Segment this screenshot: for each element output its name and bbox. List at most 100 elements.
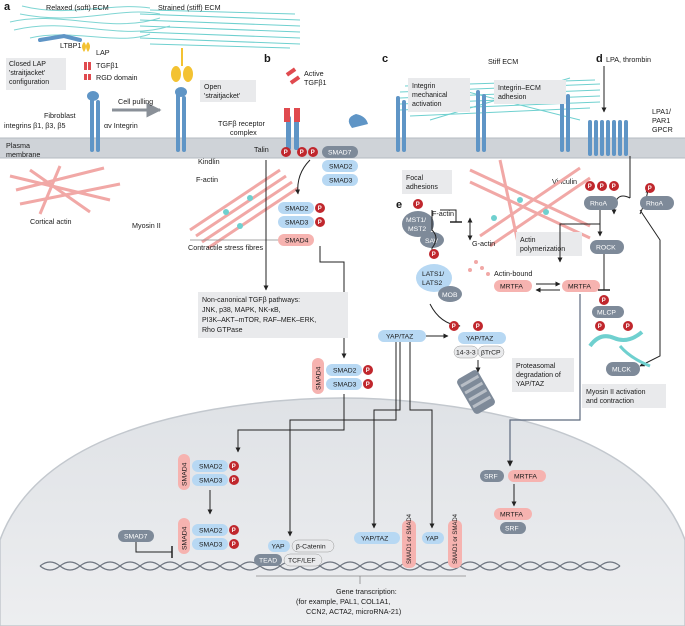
mst-line-2: MST2 [408, 226, 426, 233]
smad2-nuc1-pill [192, 460, 228, 472]
svg-text:P: P [432, 252, 436, 258]
smad4-nuc1-pill [178, 454, 190, 490]
smad3-cyto-pill [278, 216, 314, 228]
yap-nuc-pill [268, 540, 290, 552]
integrin-ecm-note [494, 80, 566, 104]
svg-text:P: P [598, 324, 602, 330]
smad3-nuc1-pill [192, 474, 228, 486]
yap-taz-phospho-label: YAP/TAZ [466, 336, 493, 343]
panel-label-b: b [264, 53, 271, 65]
smad-p-1: P [311, 150, 315, 156]
srf-nuc1-pill [480, 470, 504, 482]
panel-label-c: c [382, 53, 388, 65]
rock-to-mlck-arrow [639, 209, 661, 367]
myosin-activation-note [582, 384, 666, 408]
yap-taz-cyto-pill [378, 330, 426, 342]
mlck-label: MLCK [612, 367, 631, 374]
focal-adhesions-note [402, 170, 452, 194]
proteasomal-line-2: degradation of [516, 372, 561, 379]
mst-phospho [413, 199, 423, 209]
smad3-nuc2-pill [192, 538, 228, 550]
fibroblast-integrins-line-2: integrins β1, β3, β5 [4, 121, 66, 130]
f-actin-inhibit-lats [440, 209, 457, 222]
svg-text:P: P [648, 186, 652, 192]
integrin-mech-line-2: mechanical [412, 92, 448, 99]
smad3-nuc2-label: SMAD3 [199, 542, 223, 549]
cell-pulling-label: Cell pulling [118, 97, 153, 106]
open-straitjacket-note [200, 80, 256, 102]
smad4-nuc2-label: SMAD4 [182, 526, 189, 550]
smad-p-2: P [318, 206, 322, 212]
active-tgfb1-line-1: Active [304, 69, 324, 78]
integrin-mech-line-1: Integrin [412, 83, 435, 90]
sav-label: SAV [425, 238, 439, 245]
smad7-receptor-pill [322, 146, 358, 158]
gpcr-line-1: LPA1/ [652, 107, 671, 116]
svg-text:P: P [452, 324, 456, 330]
mrtfa-nuc1-label: MRTFA [514, 474, 537, 481]
smad2-receptor-label: SMAD2 [329, 164, 353, 171]
smad4-nuc1-label: SMAD4 [182, 462, 189, 486]
actin-bound-label: Actin-bound [494, 269, 532, 278]
panel-label-e: e [396, 199, 402, 211]
relaxed-ecm-fibres [9, 5, 171, 39]
plasma-membrane-line-1: Plasma [6, 141, 30, 150]
smad7-nuc-pill [118, 530, 154, 542]
integrin-a-pulled [175, 87, 187, 152]
smad3-receptor-pill [322, 174, 358, 186]
lap-legend [82, 42, 91, 80]
panel-label-a: a [4, 1, 11, 13]
yap-taz-nuc-pill [354, 532, 400, 544]
smad-p-5: P [366, 382, 370, 388]
ltbp1-label: LTBP1 [60, 41, 81, 50]
myosin-activation-line-1: Myosin II activation [586, 389, 646, 396]
non-canonical-line-2: JNK, p38, MAPK, NK-κB, [202, 307, 281, 314]
dna-helix [39, 561, 621, 571]
focal-adhesions-line-2: adhesions [406, 184, 438, 191]
btrcp-label: βTrCP [481, 350, 501, 357]
gene-transcription-line-3: CCN2, ACTA2, microRNA-21) [306, 607, 401, 616]
mrtfa-bound-pill [494, 280, 532, 292]
svg-text:P: P [300, 150, 304, 156]
btrcp-pill [477, 345, 505, 359]
g-actin-monomers [468, 260, 490, 276]
relaxed-ecm-label: Relaxed (soft) ECM [46, 3, 109, 12]
mst-to-lats-arrow [429, 210, 437, 259]
rock-label: ROCK [596, 245, 616, 252]
proteasomal-line-1: Proteasomal [516, 363, 556, 370]
smad4-mid-label: SMAD4 [316, 366, 323, 390]
yap-taz-nuc-label: YAP/TAZ [361, 536, 388, 543]
panel-label-d: d [596, 53, 603, 65]
tgfb1-label: TGFβ1 [96, 61, 119, 70]
myosin-ii-label: Myosin II [132, 221, 161, 230]
smad2-mid-label: SMAD2 [333, 368, 357, 375]
smad-p-3: P [318, 220, 322, 226]
myosin-ii-motors [223, 195, 253, 229]
receptor-phospho: P P [281, 147, 307, 157]
yap-taz-cyto-label: YAP/TAZ [386, 334, 413, 341]
smad2-mid-pill [326, 364, 362, 376]
tead-pill [254, 554, 282, 566]
myosin-activation-line-2: and contraction [586, 398, 634, 405]
mob-label: MOB [442, 292, 458, 299]
mlcp-pill [592, 306, 624, 318]
myosin-light-chain: P P [588, 321, 651, 368]
non-canonical-line-3: PI3K–AKT–mTOR, RAF–MEK–ERK, [202, 317, 316, 324]
plasma-membrane-line-2: membrane [6, 150, 40, 159]
stiff-ecm-label: Stiff ECM [488, 57, 518, 66]
mrtfa-nuc2-pill [494, 508, 532, 520]
ltbp1-protein [38, 33, 82, 42]
cortical-actin [9, 165, 121, 215]
smad1-smad4-b-label: SMAD1 or SMAD4 [453, 513, 459, 564]
av-integrin-label: αv Integrin [104, 121, 138, 130]
svg-text:P: P [416, 202, 420, 208]
svg-text:P: P [588, 184, 592, 190]
f-actin-a-label: F-actin [196, 175, 218, 184]
srf-nuc2-label: SRF [505, 526, 519, 533]
smad2-nuc2-pill [192, 524, 228, 536]
yap-nuc2-pill [422, 532, 444, 544]
yap-phospho-1 [449, 321, 459, 331]
closed-lap-line-2: 'straitjacket' [9, 70, 45, 77]
focal-adhesions-line-1: Focal [406, 175, 424, 182]
